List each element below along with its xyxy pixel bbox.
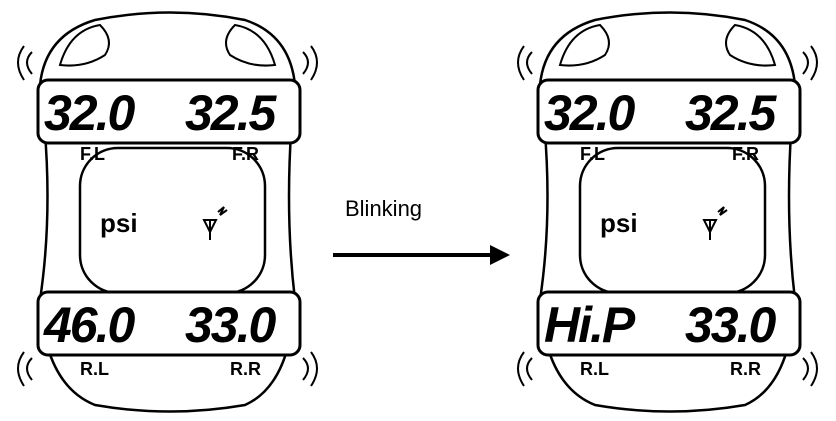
wave-icon [17,45,318,387]
arrow-head [490,245,510,265]
front-lcd-strip [36,78,302,145]
front-left-label: F.L [80,144,105,164]
transition-arrow: Blinking [333,196,510,265]
front-right-value: 32.5 [685,85,778,141]
front-right-value: 32.5 [185,85,278,141]
headlight-left [58,23,110,67]
front-left-value: 32.0 [44,85,136,141]
rear-right-label: R.R [730,359,761,379]
rear-left-value: 46.0 [43,297,136,353]
headlight-right [225,23,277,67]
front-left-value: 32.0 [544,85,636,141]
front-left-label: F.L [580,144,605,164]
rear-lcd-strip [36,290,302,357]
headlight-left [558,23,610,67]
rear-left-label: R.L [80,359,109,379]
rear-right-value: 33.0 [685,297,777,353]
rear-right-label: R.R [230,359,261,379]
signal-antenna-icon [202,206,228,240]
front-right-label: F.R [732,144,759,164]
front-right-label: F.R [232,144,259,164]
unit-label: psi [100,208,138,238]
signal-antenna-icon [702,206,728,240]
car-body-outline [38,11,297,413]
headlight-right [725,23,777,67]
display-panel-before: 32.0 32.5 F.L F.R psi 46.0 33.0 R.L R.R [17,11,318,413]
wave-icon [517,45,818,387]
display-panel-after: 32.0 32.5 F.L F.R psi Hi.P 33.0 R.L R.R [517,11,818,413]
rear-lcd-strip [536,290,802,357]
rear-left-value-blinking: Hi.P [544,297,636,353]
arrow-label: Blinking [345,196,422,221]
unit-label: psi [600,208,638,238]
rear-right-value: 33.0 [185,297,277,353]
car-body-outline [538,11,797,413]
front-lcd-strip [536,78,802,145]
rear-left-label: R.L [580,359,609,379]
